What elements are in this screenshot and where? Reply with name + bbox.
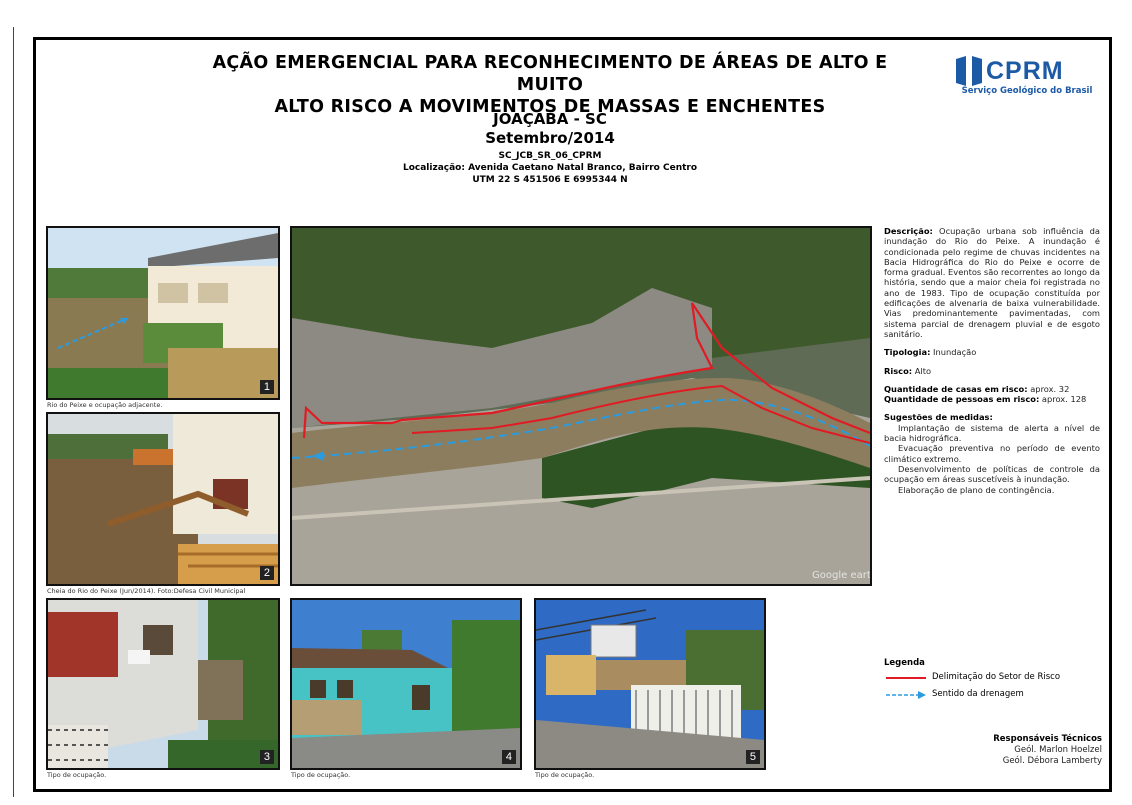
legend-drainage-row: Sentido da drenagem <box>884 689 1104 702</box>
legend-title: Legenda <box>884 658 925 668</box>
photo-4-caption: Tipo de ocupação. <box>291 771 351 779</box>
responsible-name: Geól. Débora Lamberty <box>1002 756 1102 766</box>
photo-3: 3 <box>46 598 280 770</box>
risco-row: Risco: Alto <box>884 366 1100 376</box>
casas-label: Quantidade de casas em risco: <box>884 383 1028 394</box>
location-info: SC_JCB_SR_06_CPRM Localização: Avenida C… <box>330 150 770 186</box>
title-line-2: ALTO RISCO A MOVIMENTOS DE MASSAS E ENCH… <box>274 97 826 117</box>
description-panel: Descrição: Ocupação urbana sob influênci… <box>884 226 1100 495</box>
legend-risk-label: Delimitação do Setor de Risco <box>932 672 1061 682</box>
cprm-emblem-icon <box>956 56 982 86</box>
photo-1: 1 <box>46 226 280 400</box>
risco-value: Alto <box>914 365 932 376</box>
sugestoes-label: Sugestões de medidas: <box>884 412 993 423</box>
photo-1-caption: Rio do Peixe e ocupação adjacente. <box>47 401 163 409</box>
photo-5-number: 5 <box>745 750 760 764</box>
casas-row: Quantidade de casas em risco: aprox. 32 <box>884 384 1100 394</box>
pessoas-row: Quantidade de pessoas em risco: aprox. 1… <box>884 394 1100 404</box>
description-block: Descrição: Ocupação urbana sob influênci… <box>884 226 1100 339</box>
report-title: AÇÃO EMERGENCIAL PARA RECONHECIMENTO DE … <box>190 52 910 118</box>
sugestao-item: Desenvolvimento de políticas de controle… <box>884 463 1100 485</box>
logo-subtitle: Serviço Geológico do Brasil <box>961 86 1093 96</box>
photo-5-caption: Tipo de ocupação. <box>535 771 595 779</box>
legend-risk-row: Delimitação do Setor de Risco <box>884 672 1104 685</box>
map-watermark: Google earth <box>812 570 870 581</box>
photo-4: 4 <box>290 598 522 770</box>
sugestao-item: Elaboração de plano de contingência. <box>898 484 1055 495</box>
photo-3-number: 3 <box>259 750 274 764</box>
satellite-map-image: Google earth <box>292 228 870 584</box>
cprm-logo: CPRM Serviço Geológico do Brasil <box>952 55 1102 101</box>
photo-5-image <box>536 600 764 768</box>
photo-2-caption: Cheia do Rio do Peixe (Jun/2014). Foto:D… <box>47 587 246 595</box>
risco-label: Risco: <box>884 365 913 376</box>
tipologia-label: Tipologia: <box>884 347 931 358</box>
location-text: Localização: Avenida Caetano Natal Branc… <box>402 163 698 173</box>
photo-3-caption: Tipo de ocupação. <box>47 771 107 779</box>
pessoas-value: aprox. 128 <box>1041 394 1087 405</box>
city-title: JOAÇABA - SC <box>493 110 607 128</box>
photo-1-number: 1 <box>259 380 274 394</box>
map-legend: Legenda Delimitação do Setor de Risco Se… <box>884 658 1104 702</box>
title-line-1: AÇÃO EMERGENCIAL PARA RECONHECIMENTO DE … <box>212 53 888 95</box>
photo-5: 5 <box>534 598 766 770</box>
sugestoes-label-row: Sugestões de medidas: <box>884 412 1100 422</box>
tipologia-value: Inundação <box>933 347 977 358</box>
photo-4-number: 4 <box>501 750 516 764</box>
responsible-technicians: Responsáveis Técnicos Geól. Marlon Hoelz… <box>930 734 1102 767</box>
photo-2-image <box>48 414 278 584</box>
page-edge-line <box>13 27 14 797</box>
photo-3-image <box>48 600 278 768</box>
responsible-name: Geól. Marlon Hoelzel <box>1014 745 1102 755</box>
responsible-title: Responsáveis Técnicos <box>993 734 1102 744</box>
photo-1-image <box>48 228 278 398</box>
tipologia-row: Tipologia: Inundação <box>884 347 1100 357</box>
description-text: Ocupação urbana sob influência da inunda… <box>884 226 1100 339</box>
pessoas-label: Quantidade de pessoas em risco: <box>884 394 1040 405</box>
date-title: Setembro/2014 <box>485 129 615 147</box>
sugestao-item: Implantação de sistema de alerta a nível… <box>884 422 1100 444</box>
photo-4-image <box>292 600 520 768</box>
satellite-map: Google earth <box>290 226 872 586</box>
utm-coordinates: UTM 22 S 451506 E 6995344 N <box>472 175 628 185</box>
casas-value: aprox. 32 <box>1030 383 1070 394</box>
legend-drainage-label: Sentido da drenagem <box>932 689 1024 699</box>
photo-2: 2 <box>46 412 280 586</box>
logo-name: CPRM <box>986 57 1064 85</box>
drainage-arrow-icon <box>886 691 926 699</box>
photo-2-number: 2 <box>259 566 274 580</box>
risk-line-icon <box>886 677 926 679</box>
description-label: Descrição: <box>884 226 933 236</box>
sugestao-item: Evacuação preventiva no período de event… <box>884 443 1100 464</box>
sector-code: SC_JCB_SR_06_CPRM <box>498 151 602 161</box>
